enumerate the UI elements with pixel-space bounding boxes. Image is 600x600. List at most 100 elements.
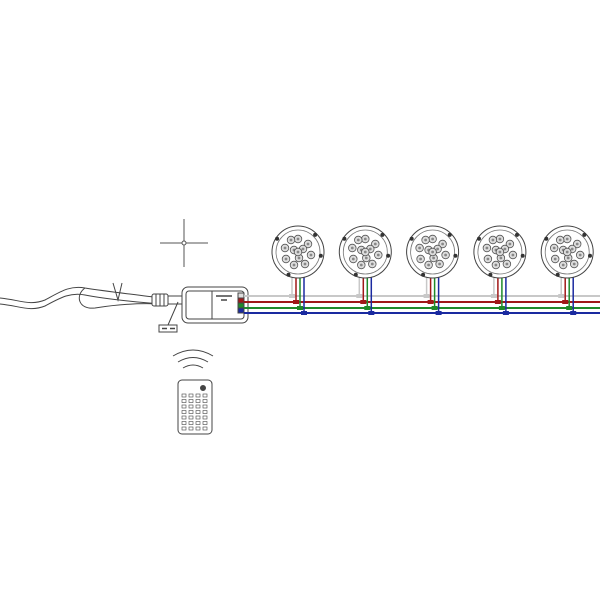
led-lens [494,263,498,267]
remote-key [181,404,187,409]
led-lens [283,246,287,250]
led-lens [565,250,569,254]
screw-icon [520,253,525,258]
wire-connector [570,311,577,315]
led-lens [436,247,439,251]
remote-key [188,393,194,398]
led-lights [271,225,594,315]
led-lens [498,250,502,254]
screw-icon [286,272,291,277]
wire-connector [297,306,303,310]
led-lens [424,238,427,242]
screw-icon [447,232,452,237]
led-lens [306,242,310,246]
remote-key [188,421,194,425]
remote-key [202,421,208,425]
led-lens [438,262,441,266]
led-lens [441,242,444,246]
led-lens [284,257,288,261]
remote-key [195,421,201,425]
remote-key [181,421,187,425]
screw-icon [555,272,560,277]
led-lens [561,263,565,267]
remote-key [202,399,208,403]
led-lens [351,257,355,261]
wire-connector [562,300,569,304]
remote-key [195,399,201,403]
led-lens [505,262,509,266]
led-lens [350,246,354,250]
wire-connector [427,300,434,304]
led-lens [296,250,300,254]
remote-key [202,415,208,420]
led-light [540,225,594,315]
led-lens [444,253,447,257]
screw-icon [313,232,318,237]
led-lens [565,237,569,241]
wire-connector [490,294,497,298]
screw-icon [544,236,549,241]
led-lens [503,247,507,251]
screw-icon [582,232,587,237]
led-lens [578,253,582,257]
led-lens [296,237,300,241]
ir-signal-icon [172,349,214,369]
remote-key [188,426,194,431]
remote-key [181,415,187,420]
led-lens [359,263,363,267]
led-light [271,225,325,315]
led-lens [499,256,503,260]
led-lens [364,256,368,260]
led-lens [485,246,489,250]
remote-key [202,426,208,431]
led-lens [558,238,562,242]
led-lens [309,253,313,257]
wire-connector [301,311,307,315]
remote-key [181,410,187,414]
screw-icon [477,236,481,241]
wire-connector [558,294,565,298]
led-lens [297,256,301,260]
crosshair-icon [160,219,208,267]
remote-key [202,393,208,398]
screw-icon [386,253,391,258]
led-lens [552,246,556,250]
led-lens [511,253,515,257]
remote-key [181,393,187,398]
screw-icon [318,253,323,258]
wire-connector [423,294,430,298]
remote-control[interactable] [177,379,213,435]
screw-icon [421,272,426,277]
wire-connector [289,294,295,298]
led-lens [431,250,434,254]
led-lens [575,242,579,246]
led-lens [301,247,305,251]
led-lens [292,263,296,267]
led-lens [508,242,512,246]
led-lens [289,238,293,242]
wire-connector [566,306,573,310]
remote-key [195,404,201,409]
screw-icon [515,232,519,237]
led-lens [566,256,570,260]
led-light [473,225,527,315]
remote-key [195,426,201,431]
remote-key [202,410,208,414]
screw-icon [453,253,458,258]
remote-key [202,404,208,409]
wire-connector [435,311,442,315]
screw-icon [353,272,358,277]
led-lens [570,247,574,251]
remote-buttons [181,393,208,431]
screw-icon [275,236,280,241]
wire-connector [368,311,375,315]
dc-plug [151,293,183,333]
remote-key [188,415,194,420]
screw-icon [380,232,385,237]
power-cable [0,282,161,310]
led-lens [431,237,434,241]
screw-icon [342,236,347,241]
led-lens [356,238,360,242]
